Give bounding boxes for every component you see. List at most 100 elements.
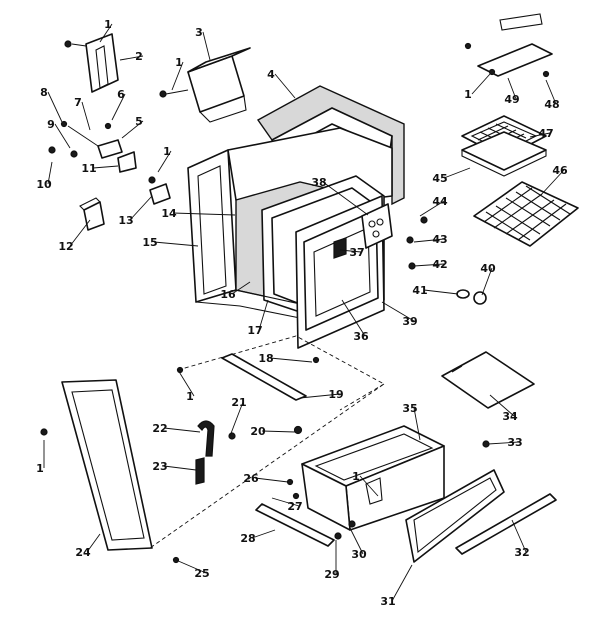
- part-bottom-trim: [176, 353, 320, 435]
- part-drawer: [301, 425, 445, 531]
- part-top-strip: [464, 13, 553, 78]
- part-oven-rack: [473, 181, 579, 247]
- leader-line-c13: [129, 195, 153, 221]
- leader-line-c32: [511, 519, 527, 553]
- callout-c1a: 1: [104, 18, 112, 31]
- callout-c34: 34: [502, 410, 518, 423]
- leader-line-c47: [529, 132, 551, 138]
- callout-c43: 43: [432, 233, 447, 246]
- callout-c1f: 1: [352, 470, 360, 483]
- leader-line-c26: [254, 477, 289, 483]
- leader-line-c30: [349, 527, 364, 555]
- callout-c22: 22: [152, 422, 167, 435]
- leader-line-c22: [163, 427, 201, 433]
- leader-line-c1d: [177, 369, 195, 397]
- leader-line-c10: [47, 161, 53, 185]
- leader-line-c19: [299, 393, 341, 399]
- callout-c14: 14: [161, 207, 177, 220]
- leader-line-c49: [507, 77, 517, 100]
- callout-c48: 48: [544, 98, 559, 111]
- leader-line-c9: [54, 123, 71, 149]
- callout-c44: 44: [432, 195, 448, 208]
- callout-c16: 16: [220, 288, 236, 301]
- callout-c29: 29: [324, 568, 339, 581]
- leader-line-c1c: [157, 150, 172, 173]
- leader-line-c24: [86, 533, 101, 553]
- callout-c7: 7: [74, 96, 82, 109]
- leader-line-c12: [69, 219, 91, 247]
- leader-line-c42: [413, 263, 445, 267]
- leader-line-c39: [381, 301, 415, 322]
- callout-c26: 26: [243, 472, 259, 485]
- callout-c11: 11: [81, 162, 96, 175]
- part-right-hardware: [406, 216, 487, 305]
- leader-line-c23: [163, 465, 197, 471]
- part-insulation-top: [159, 47, 251, 123]
- leader-line-c8: [47, 91, 63, 123]
- leader-line-c43: [413, 238, 445, 243]
- leader-line-c21: [229, 401, 244, 437]
- part-door-panel: [40, 379, 153, 551]
- callout-c18: 18: [258, 352, 273, 365]
- callout-c46: 46: [552, 164, 568, 177]
- leader-line-c5: [121, 120, 144, 139]
- assembly-lines: [149, 335, 385, 549]
- leader-line-c1g: [471, 73, 491, 95]
- callout-c1c: 1: [163, 145, 171, 158]
- callout-c31: 31: [380, 595, 395, 608]
- leader-line-c1f: [359, 475, 379, 497]
- leader-line-c44: [419, 200, 445, 217]
- callout-c13: 13: [118, 214, 133, 227]
- leader-line-c11: [92, 165, 119, 169]
- part-small-hardware: [48, 120, 171, 231]
- callout-c9: 9: [47, 118, 55, 131]
- leader-line-c2: [119, 55, 144, 61]
- leader-line-c15: [153, 241, 199, 247]
- leader-line-c41: [423, 289, 459, 295]
- leader-line-c1b: [171, 61, 184, 91]
- leader-line-c38: [322, 181, 369, 216]
- callout-c42: 42: [432, 258, 447, 271]
- callout-c2: 2: [135, 50, 143, 63]
- part-handle: [195, 420, 236, 485]
- leader-line-c14: [172, 212, 236, 216]
- callout-labels: 1231487659101111213141516173738363911819…: [36, 18, 568, 608]
- callout-c39: 39: [402, 315, 417, 328]
- leader-line-c7: [81, 101, 91, 131]
- leader-line-c27: [271, 497, 300, 507]
- callout-c17a: 17: [247, 324, 262, 337]
- leader-line-c48: [545, 79, 557, 105]
- leader-line-c45: [443, 167, 471, 179]
- leader-line-c46: [539, 169, 565, 197]
- leader-line-c4: [274, 73, 296, 99]
- leader-line-c18: [269, 357, 313, 363]
- part-bottom-pan: [441, 351, 535, 409]
- callout-c1b: 1: [175, 56, 183, 69]
- callout-c24: 24: [75, 546, 91, 559]
- part-oven-door: [295, 195, 393, 349]
- leader-line-c34: [489, 394, 515, 417]
- callout-c6: 6: [117, 88, 125, 101]
- callout-c23: 23: [152, 460, 167, 473]
- part-drawer-front: [405, 469, 505, 563]
- leader-line-c25: [175, 559, 207, 574]
- leader-line-c6: [111, 93, 126, 121]
- callout-c38: 38: [311, 176, 326, 189]
- callout-c33: 33: [507, 436, 522, 449]
- callout-c28: 28: [240, 532, 255, 545]
- callout-c20: 20: [250, 425, 266, 438]
- callout-c45: 45: [432, 172, 447, 185]
- callout-c3: 3: [195, 26, 203, 39]
- callout-c41: 41: [412, 284, 427, 297]
- leader-line-c35: [413, 407, 421, 441]
- part-broil-pan: [461, 115, 547, 177]
- callout-c32: 32: [514, 546, 529, 559]
- callout-c30: 30: [351, 548, 367, 561]
- leader-line-c33: [487, 441, 520, 445]
- callout-c8: 8: [40, 86, 48, 99]
- callout-c1d: 1: [186, 390, 194, 403]
- leader-line-c1a: [99, 23, 113, 43]
- leader-line-c16: [231, 281, 251, 295]
- callout-c5: 5: [135, 115, 143, 128]
